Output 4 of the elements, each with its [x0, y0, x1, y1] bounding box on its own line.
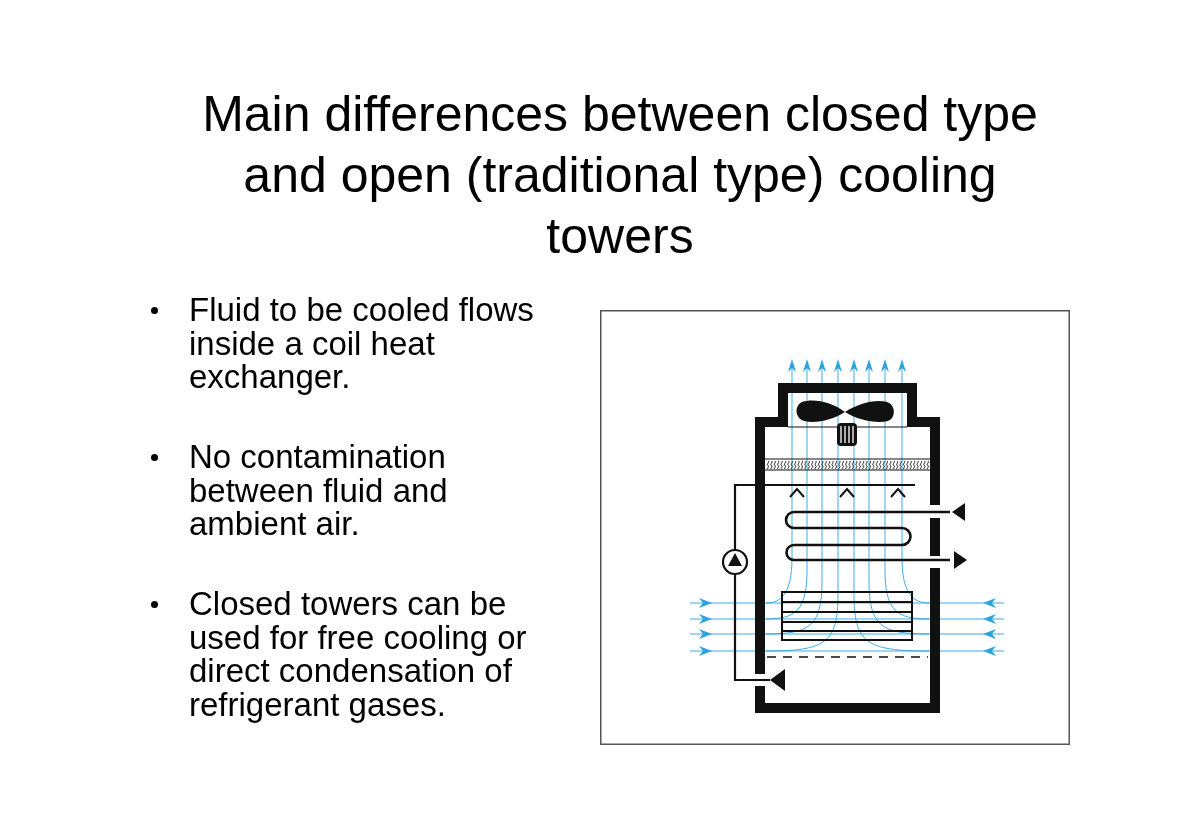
- bullet-text: Closed towers can be used for free cooling or direct condensation of refrigerant gases.: [189, 587, 528, 721]
- slide-title: Main differences between closed type and open (traditional type) cooling towers: [201, 85, 1039, 266]
- bullet-text: Fluid to be cooled flows inside a coil heat exchanger.: [189, 293, 535, 394]
- bullet-text: No contamination between fluid and ambient air.: [189, 440, 449, 541]
